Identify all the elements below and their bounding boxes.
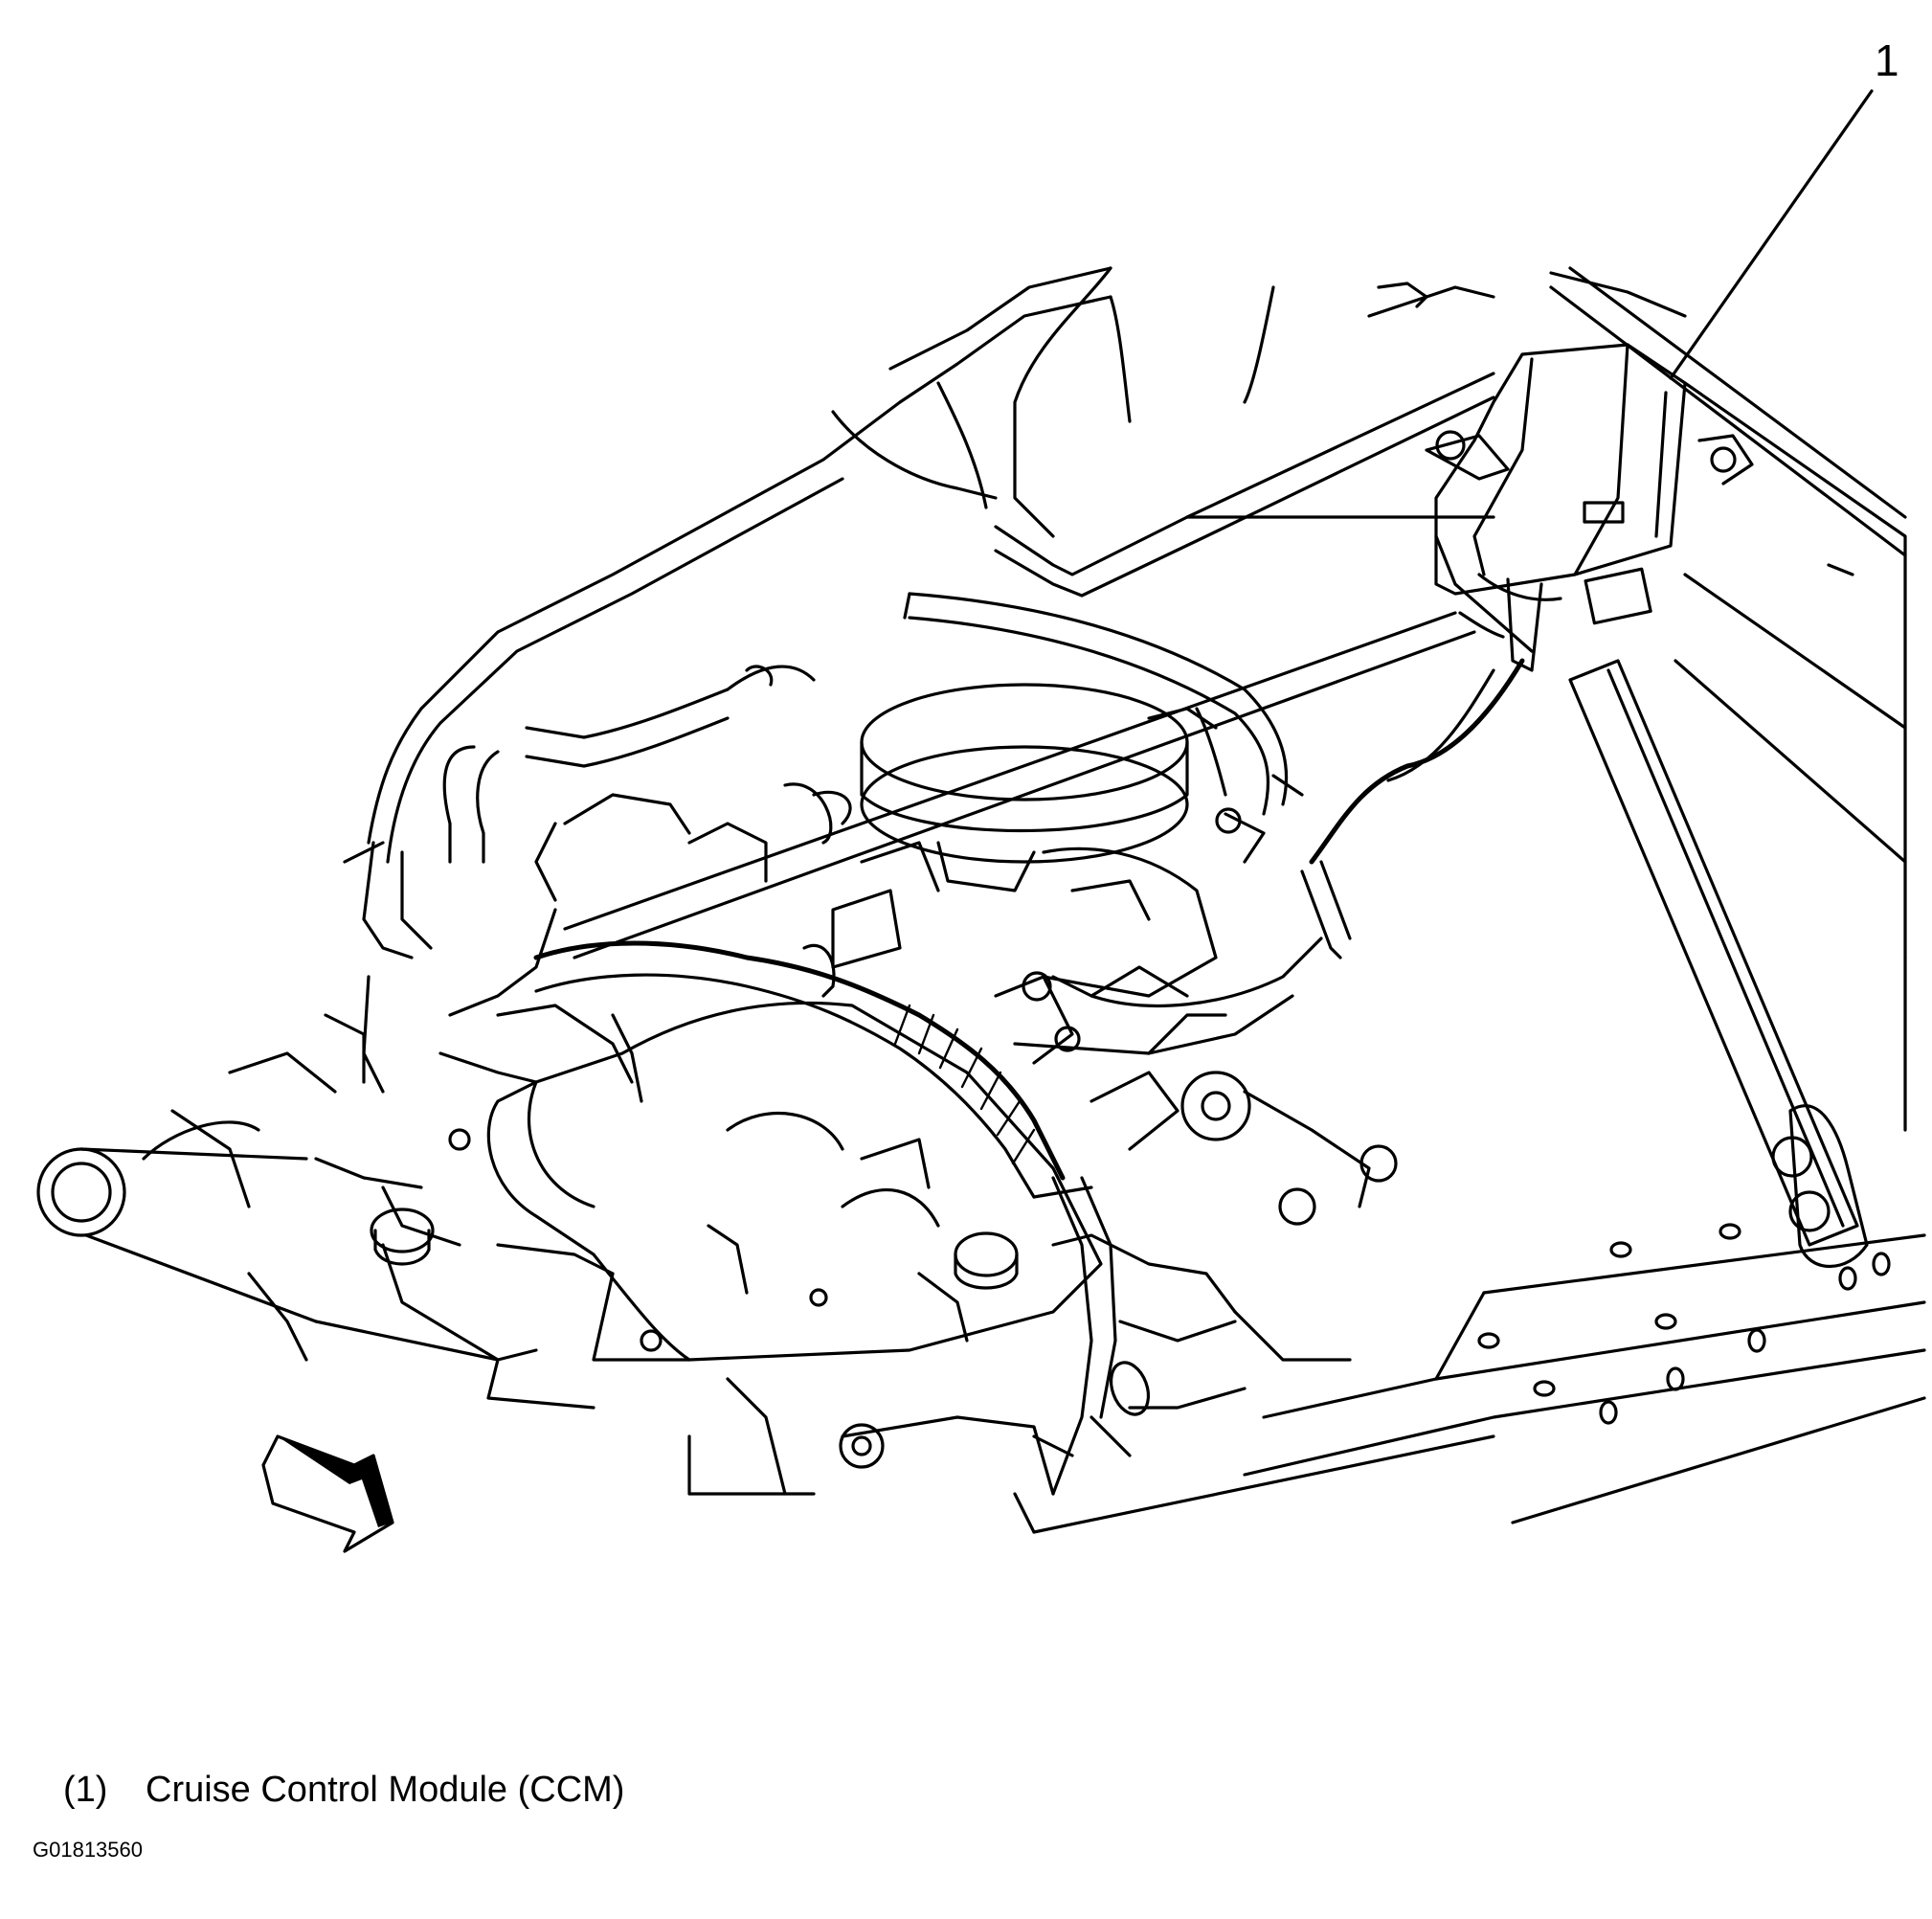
firewall-outline — [367, 266, 1907, 864]
throttle-body — [831, 807, 1323, 1065]
front-direction-arrow-icon — [261, 1434, 394, 1553]
callout-number-1: 1 — [1875, 35, 1899, 85]
module-harness — [1300, 658, 1525, 960]
legend-item: (1) Cruise Control Module (CCM) — [63, 1772, 624, 1808]
legend-item-label: Cruise Control Module (CCM) — [146, 1770, 625, 1810]
callout-leader-line — [1669, 89, 1874, 380]
cruise-control-module — [1425, 343, 1754, 672]
engine-front-left — [36, 1013, 595, 1410]
strut-rod — [1568, 659, 1869, 1268]
legend-item-number: (1) — [63, 1770, 108, 1810]
frame-rail — [1032, 381, 1926, 1534]
intake-manifold — [486, 1001, 1103, 1362]
air-cleaner — [860, 683, 1189, 892]
front-brace — [343, 515, 1495, 1094]
figure-id: G01813560 — [33, 1838, 143, 1862]
vacuum-hoses — [442, 592, 1304, 864]
engine-front-right — [687, 1013, 1398, 1534]
engine-wiring-harness — [448, 908, 1189, 1496]
